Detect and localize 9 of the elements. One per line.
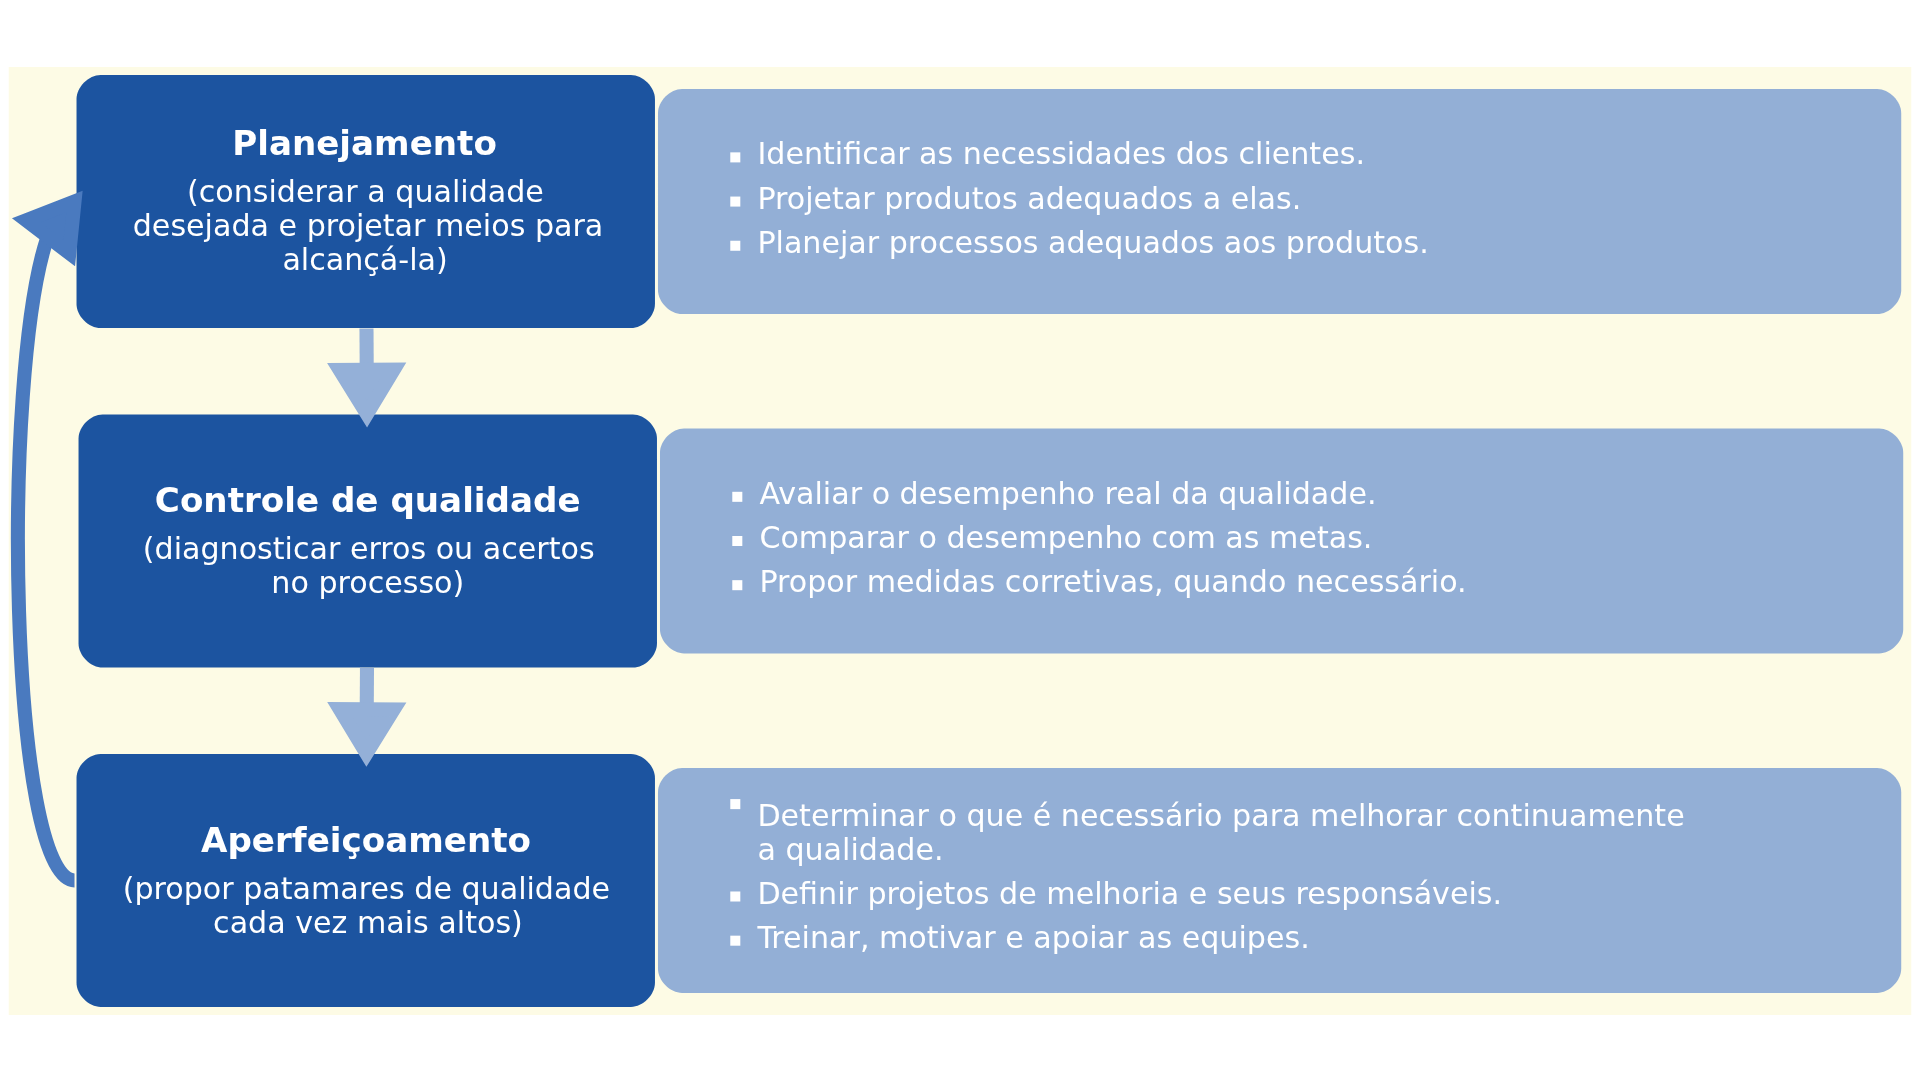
node-box: Planejamento (considerar a qualidade desejada e projetar meios para alcançá-la): [76, 74, 655, 328]
node-box: Aperfeiçoamento (propor patamares de qualidade cada vez mais altos): [76, 753, 655, 1007]
node-box: Identificar as necessidades dos clientes. Projetar produtos adequados a elas. Planejar processos adequados aos produtos.: [658, 88, 1902, 314]
node-box: Controle de qualidade (diagnosticar erros ou acertos no processo): [78, 413, 657, 668]
arrow: [327, 327, 407, 427]
node-box: Avaliar o desempenho real da qualidade. Comparar o desempenho com as metas. Propor medidas corretivas, quando necessário.: [660, 428, 1904, 653]
arrow: [10, 190, 83, 886]
arrow: [327, 667, 407, 767]
node-box: Determinar o que é necessário para melhorar continuamente a qualidade. Definir projetos de melhoria e seus responsáveis. Treinar, motivar e apoiar as equipes.: [658, 767, 1902, 993]
